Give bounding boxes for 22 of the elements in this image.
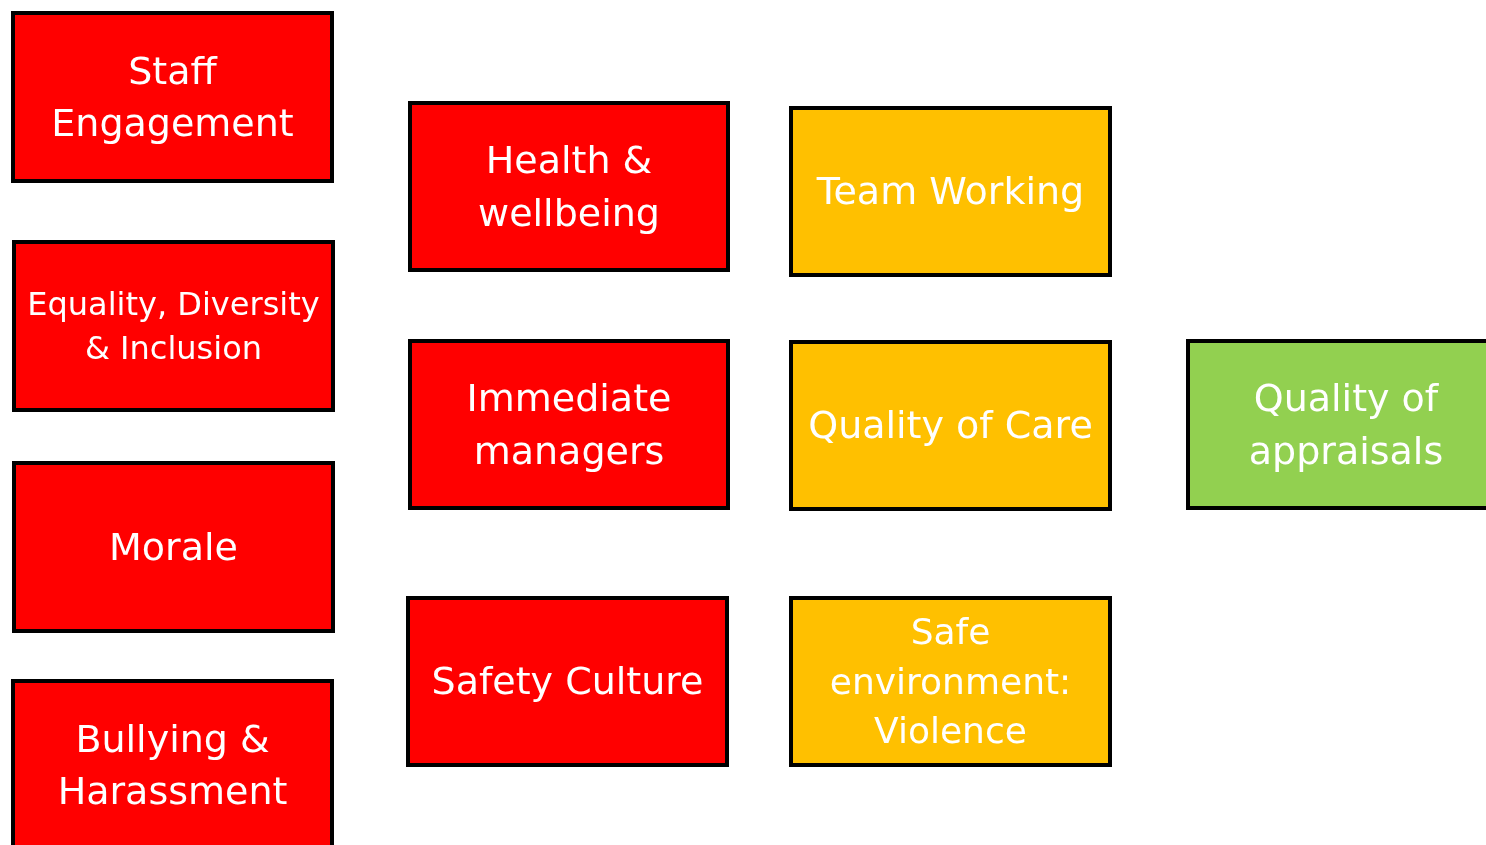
- box-label: Staff Engagement: [50, 47, 295, 147]
- box-label: Health & wellbeing: [477, 137, 661, 237]
- box-label: Team Working: [816, 168, 1085, 216]
- box-label: Quality of Care: [808, 402, 1093, 450]
- category-box: [406, 596, 729, 767]
- category-box: [1186, 339, 1486, 510]
- category-box: [789, 596, 1112, 767]
- box-label: Morale: [109, 523, 238, 571]
- category-box: [408, 101, 730, 272]
- box-label: Quality of appraisals: [1247, 375, 1445, 475]
- box-label: Bullying & Harassment: [56, 715, 289, 815]
- box-label: Safe environment: Violence: [828, 610, 1073, 754]
- category-box: [408, 339, 730, 510]
- box-label: Immediate managers: [465, 375, 673, 475]
- category-box: [11, 679, 334, 845]
- box-label: Equality, Diversity & Inclusion: [26, 283, 321, 369]
- category-box: [789, 340, 1112, 511]
- category-box: [12, 461, 335, 633]
- category-box: [12, 240, 335, 412]
- box-label: Safety Culture: [431, 658, 704, 706]
- category-box: [11, 11, 334, 183]
- category-box: [789, 106, 1112, 277]
